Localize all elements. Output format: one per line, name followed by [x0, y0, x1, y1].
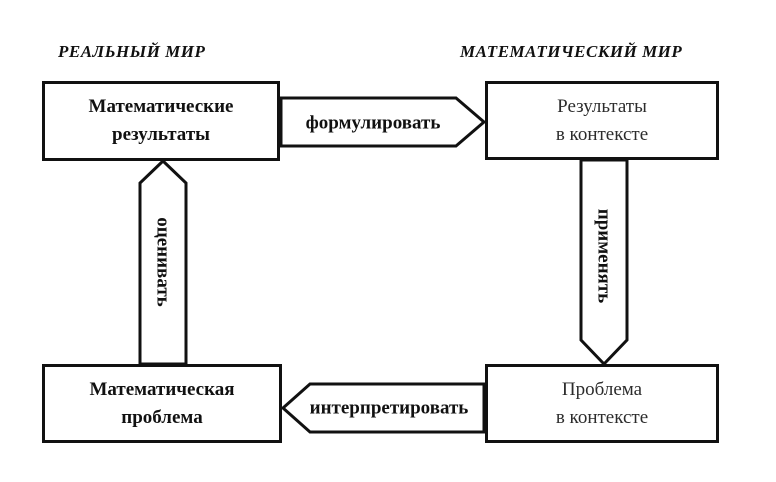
- math-problem-box: Математическая проблема: [42, 364, 282, 443]
- math-problem-line1: Математическая: [89, 378, 235, 400]
- interpret-label: интерпретировать: [309, 397, 469, 419]
- evaluate-label: оценивать: [152, 217, 174, 307]
- apply-arrow: [579, 158, 629, 367]
- math-problem-line2: проблема: [121, 406, 203, 428]
- problem-in-context-line2: в контексте: [555, 406, 649, 428]
- results-in-context-line1: Результаты: [557, 95, 647, 117]
- math-results-box: Математические результаты: [42, 81, 280, 161]
- math-results-line2: результаты: [112, 124, 210, 145]
- results-in-context-box: Результаты в контексте: [485, 81, 719, 160]
- problem-in-context-line1: Проблема: [561, 378, 643, 400]
- formulate-label: формулировать: [305, 112, 441, 134]
- formulate-arrow: [279, 96, 487, 148]
- math-world-heading: МАТЕМАТИЧЕСКИЙ МИР: [460, 42, 683, 61]
- results-in-context-line2: в контексте: [555, 123, 649, 145]
- interpret-arrow: [280, 382, 486, 434]
- problem-in-context-box: Проблема в контексте: [485, 364, 719, 443]
- math-results-line1: Математические: [88, 96, 234, 117]
- real-world-heading: РЕАЛЬНЫЙ МИР: [58, 42, 206, 61]
- apply-label: применять: [593, 208, 615, 304]
